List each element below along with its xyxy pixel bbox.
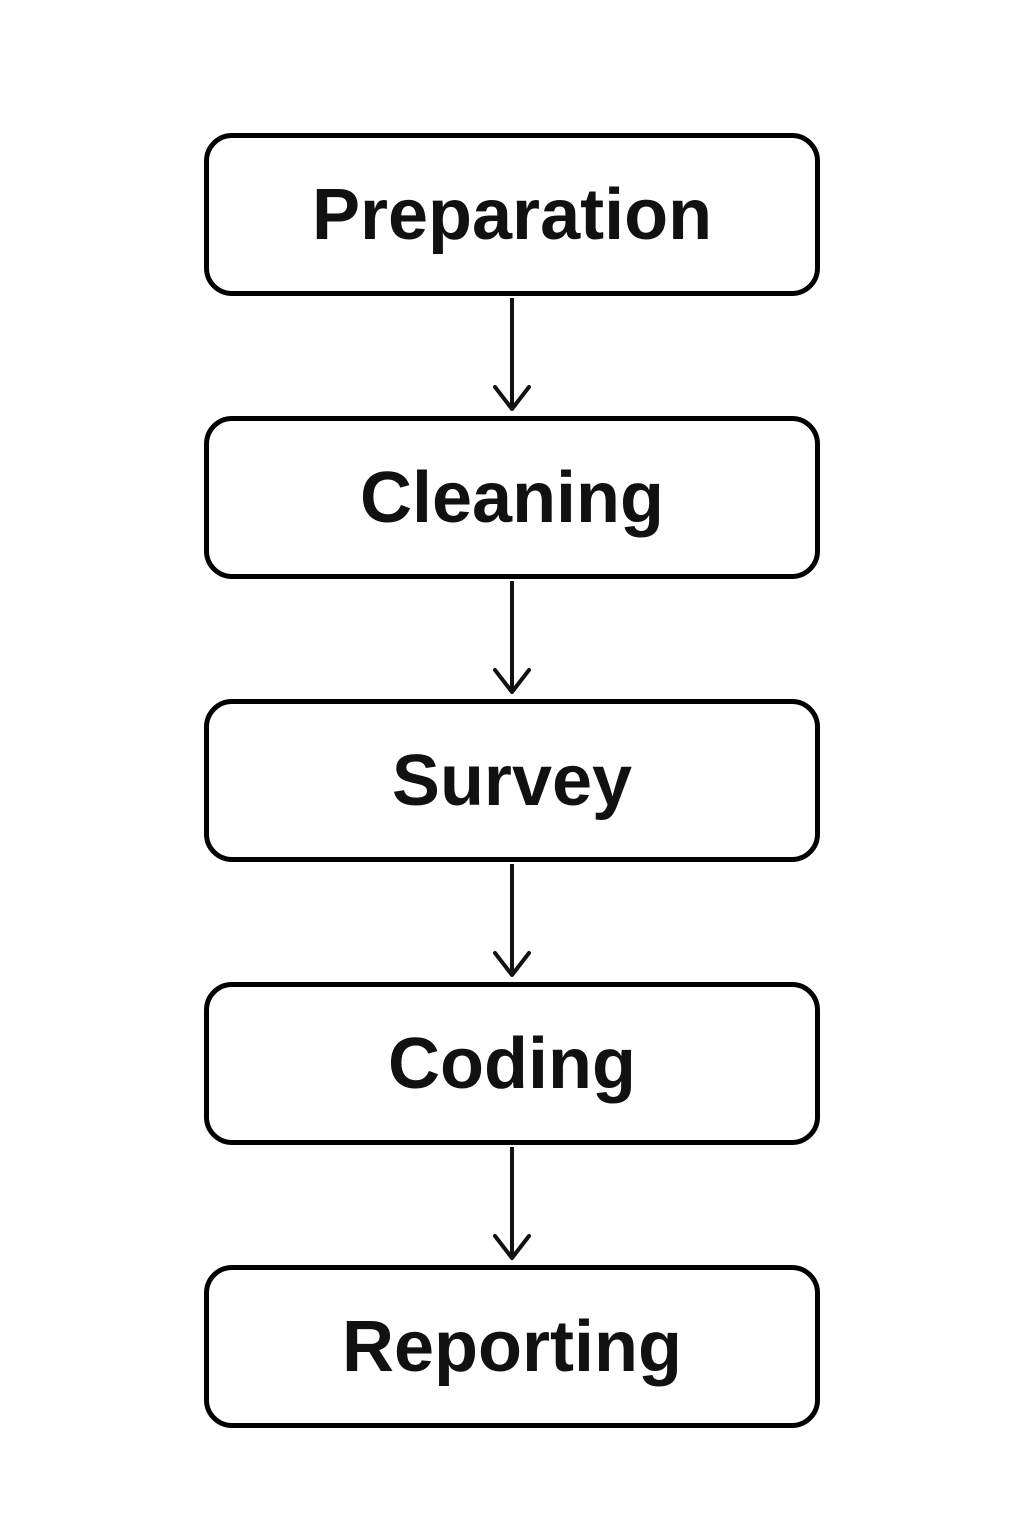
flow-node-cleaning: Cleaning <box>204 416 820 579</box>
flow-node-label: Preparation <box>311 174 713 255</box>
flow-node-label: Survey <box>391 740 633 821</box>
flow-arrow-icon <box>493 1147 531 1260</box>
flow-node-label: Reporting <box>342 1306 682 1387</box>
flow-node-reporting: Reporting <box>204 1265 820 1428</box>
flow-node-coding: Coding <box>204 982 820 1145</box>
flow-node-survey: Survey <box>204 699 820 862</box>
flow-node-preparation: Preparation <box>204 133 820 296</box>
flow-arrow-icon <box>493 864 531 977</box>
flow-arrow-icon <box>493 298 531 411</box>
flow-node-label: Cleaning <box>359 457 665 538</box>
flow-node-label: Coding <box>388 1023 636 1104</box>
flow-arrow-icon <box>493 581 531 694</box>
